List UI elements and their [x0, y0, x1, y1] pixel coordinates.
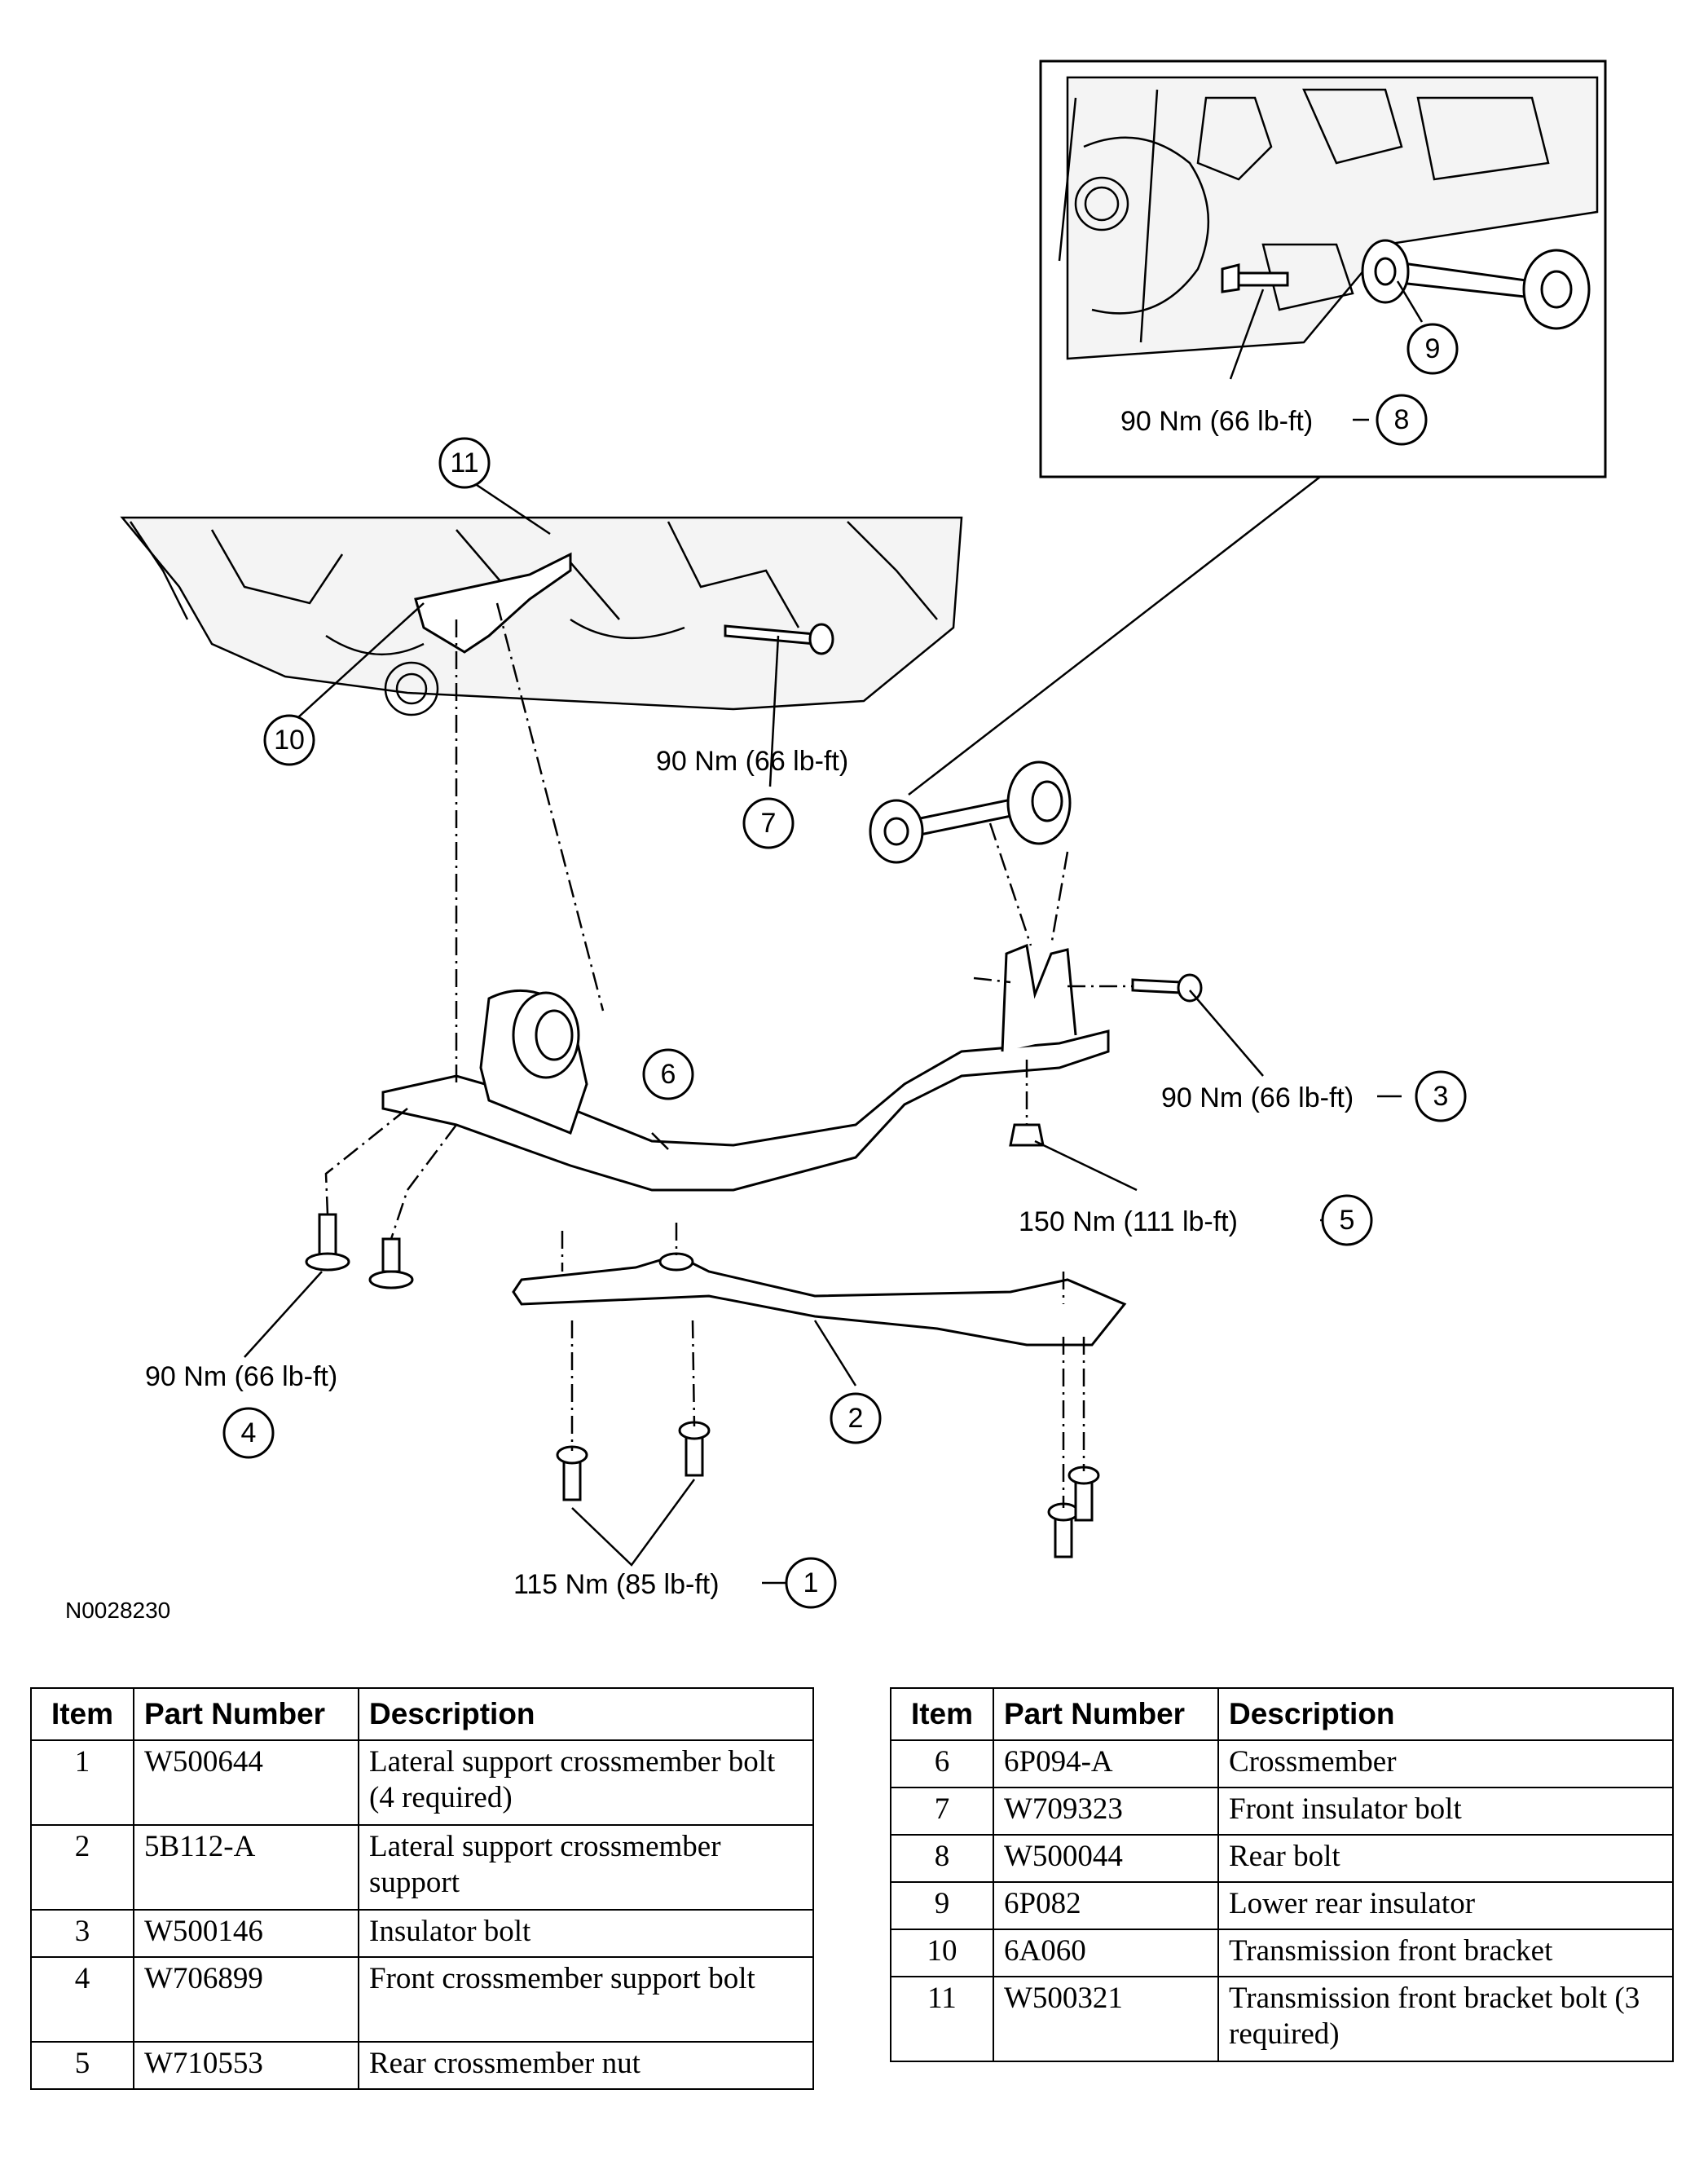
cell-description: Transmission front bracket — [1217, 1929, 1674, 1977]
cell-part-number: 5B112-A — [133, 1824, 359, 1911]
cell-part-number: W500321 — [993, 1976, 1219, 2062]
cell-item: 9 — [890, 1881, 994, 1930]
svg-text:150 Nm (111 lb-ft): 150 Nm (111 lb-ft) — [1019, 1206, 1238, 1237]
cell-part-number: 6A060 — [993, 1929, 1219, 1977]
svg-text:8: 8 — [1394, 404, 1410, 435]
cell-part-number: 6P082 — [993, 1881, 1219, 1930]
svg-text:90 Nm (66 lb-ft): 90 Nm (66 lb-ft) — [1161, 1082, 1354, 1113]
cell-description: Crossmember — [1217, 1739, 1674, 1788]
inset-frame — [1039, 60, 1607, 478]
table-row: 4 W706899 Front crossmember support bolt — [30, 1956, 814, 2043]
svg-text:10: 10 — [274, 725, 305, 756]
table-row: 7 W709323 Front insulator bolt — [890, 1787, 1674, 1836]
svg-text:6: 6 — [661, 1059, 676, 1090]
exploded-parts-diagram: 1 115 Nm (85 lb-ft) 2 3 90 Nm (66 lb-ft)… — [65, 60, 1607, 1623]
callout-11: 11 — [438, 437, 491, 489]
table-row: 11 W500321 Transmission front bracket bo… — [890, 1976, 1674, 2062]
header-item: Item — [890, 1687, 994, 1741]
svg-text:11: 11 — [450, 447, 478, 478]
figure-id: N0028230 — [65, 1598, 170, 1623]
inset-engine-illustration — [1058, 76, 1599, 360]
header-description: Description — [358, 1687, 814, 1741]
cell-item: 3 — [30, 1909, 134, 1958]
table-header-row: Item Part Number Description — [890, 1687, 1674, 1741]
cell-description: Lateral support crossmember support — [358, 1824, 814, 1911]
table-row: 5 W710553 Rear crossmember nut — [30, 2041, 814, 2090]
table-row: 10 6A060 Transmission front bracket — [890, 1929, 1674, 1977]
lateral-support-crossmember-bolts — [556, 1421, 1100, 1558]
callout-3: 3 90 Nm (66 lb-ft) — [1161, 1070, 1467, 1122]
cell-item: 7 — [890, 1787, 994, 1836]
cell-description: Insulator bolt — [358, 1909, 814, 1958]
header-item: Item — [30, 1687, 134, 1741]
cell-item: 10 — [890, 1929, 994, 1977]
cell-description: Lower rear insulator — [1217, 1881, 1674, 1930]
cell-item: 4 — [30, 1956, 134, 2043]
leader-lines — [244, 280, 1424, 1585]
table-header-row: Item Part Number Description — [30, 1687, 814, 1741]
header-description: Description — [1217, 1687, 1674, 1741]
cell-item: 5 — [30, 2041, 134, 2090]
lower-rear-insulator — [869, 760, 1072, 864]
cell-part-number: W709323 — [993, 1787, 1219, 1836]
table-row: 2 5B112-A Lateral support crossmember su… — [30, 1824, 814, 1911]
header-part-number: Part Number — [993, 1687, 1219, 1741]
svg-text:4: 4 — [241, 1417, 257, 1448]
transmission-front-bracket — [414, 552, 572, 654]
inset-lower-rear-insulator — [1361, 239, 1591, 330]
front-insulator-bolt — [724, 623, 834, 655]
cell-description: Rear bolt — [1217, 1834, 1674, 1883]
callout-6: 6 — [642, 1048, 694, 1100]
cell-item: 11 — [890, 1976, 994, 2062]
cell-part-number: 6P094-A — [993, 1739, 1219, 1788]
svg-text:2: 2 — [848, 1403, 864, 1434]
svg-text:90 Nm (66 lb-ft): 90 Nm (66 lb-ft) — [1120, 406, 1313, 437]
callout-7: 7 90 Nm (66 lb-ft) — [656, 746, 848, 849]
cell-description: Transmission front bracket bolt (3 requi… — [1217, 1976, 1674, 2062]
table-row: 9 6P082 Lower rear insulator — [890, 1881, 1674, 1930]
cell-description: Lateral support crossmember bolt (4 requ… — [358, 1739, 814, 1826]
callout-5: 5 150 Nm (111 lb-ft) — [1019, 1194, 1373, 1246]
lateral-support-crossmember — [512, 1252, 1127, 1347]
callout-9: 9 — [1406, 323, 1459, 375]
cell-part-number: W710553 — [133, 2041, 359, 2090]
svg-text:7: 7 — [761, 808, 777, 839]
cell-item: 1 — [30, 1739, 134, 1826]
header-part-number: Part Number — [133, 1687, 359, 1741]
callout-10: 10 — [263, 714, 315, 766]
parts-table-right: Item Part Number Description 6 6P094-A C… — [890, 1687, 1674, 2062]
svg-text:90 Nm (66 lb-ft): 90 Nm (66 lb-ft) — [656, 746, 848, 777]
front-crossmember-support-bolts — [305, 1213, 414, 1289]
table-row: 8 W500044 Rear bolt — [890, 1834, 1674, 1883]
alignment-lines — [324, 602, 1133, 1508]
cell-item: 8 — [890, 1834, 994, 1883]
callout-2: 2 — [830, 1392, 882, 1444]
svg-text:115 Nm (85 lb-ft): 115 Nm (85 lb-ft) — [513, 1569, 720, 1600]
parts-table-left: Item Part Number Description 1 W500644 L… — [30, 1687, 814, 2090]
insulator-bolt — [1131, 973, 1203, 1003]
svg-text:9: 9 — [1425, 333, 1441, 364]
cell-description: Rear crossmember nut — [358, 2041, 814, 2090]
callout-8: 8 90 Nm (66 lb-ft) — [1120, 394, 1428, 446]
cell-part-number: W706899 — [133, 1956, 359, 2043]
svg-text:3: 3 — [1433, 1081, 1449, 1112]
cell-part-number: W500644 — [133, 1739, 359, 1826]
svg-text:1: 1 — [803, 1567, 819, 1598]
svg-text:90 Nm (66 lb-ft): 90 Nm (66 lb-ft) — [145, 1361, 337, 1392]
cell-item: 6 — [890, 1739, 994, 1788]
cell-part-number: W500146 — [133, 1909, 359, 1958]
table-row: 6 6P094-A Crossmember — [890, 1739, 1674, 1788]
inset-rear-bolt — [1221, 263, 1289, 293]
transmission-illustration — [120, 516, 963, 716]
cell-description: Front crossmember support bolt — [358, 1956, 814, 2043]
callout-1: 1 115 Nm (85 lb-ft) — [513, 1557, 837, 1609]
table-row: 1 W500644 Lateral support crossmember bo… — [30, 1739, 814, 1826]
table-row: 3 W500146 Insulator bolt — [30, 1909, 814, 1958]
cell-part-number: W500044 — [993, 1834, 1219, 1883]
crossmember — [381, 943, 1110, 1192]
callout-4: 4 90 Nm (66 lb-ft) — [145, 1361, 337, 1459]
cell-item: 2 — [30, 1824, 134, 1911]
cell-description: Front insulator bolt — [1217, 1787, 1674, 1836]
svg-text:5: 5 — [1340, 1205, 1355, 1236]
